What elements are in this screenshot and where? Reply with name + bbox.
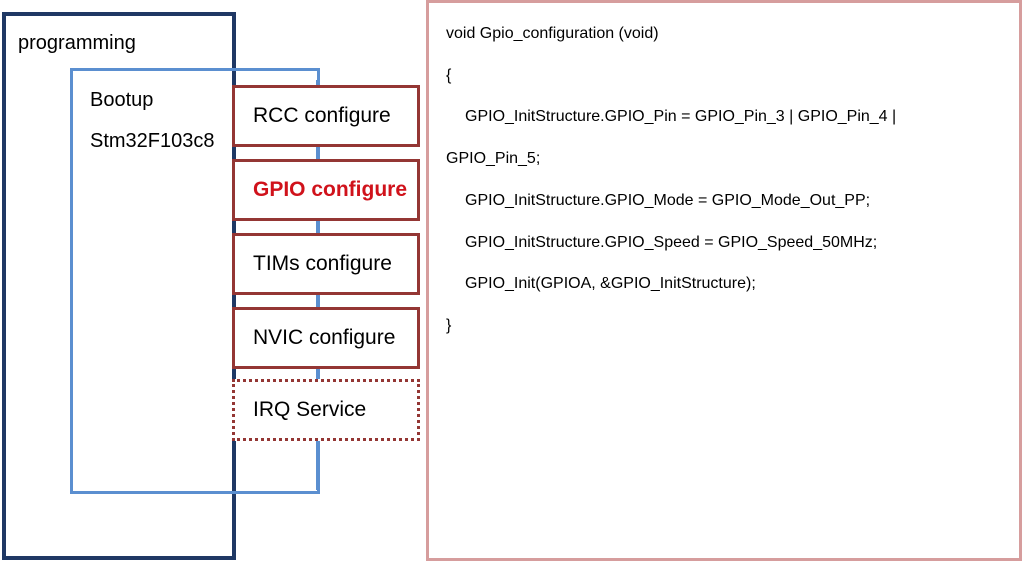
bootup-title: Bootup — [90, 89, 154, 111]
step-rcc-configure: RCC configure — [232, 85, 420, 147]
chip-name: Stm32F103c8 — [90, 130, 215, 152]
code-line-pin: GPIO_InitStructure.GPIO_Pin = GPIO_Pin_3… — [465, 108, 897, 125]
step-gpio-configure: GPIO configure — [232, 159, 420, 221]
step-nvic-configure: NVIC configure — [232, 307, 420, 369]
code-line-pin-cont: GPIO_Pin_5; — [446, 150, 541, 167]
code-line-close-brace: } — [446, 317, 452, 334]
step-irq-service: IRQ Service — [232, 379, 420, 441]
code-line-open-brace: { — [446, 67, 452, 84]
step-tims-configure: TIMs configure — [232, 233, 420, 295]
code-line-mode: GPIO_InitStructure.GPIO_Mode = GPIO_Mode… — [465, 192, 871, 209]
code-line-speed: GPIO_InitStructure.GPIO_Speed = GPIO_Spe… — [465, 234, 878, 251]
programming-label: programming — [18, 32, 136, 54]
code-panel — [426, 0, 1022, 561]
code-line-signature: void Gpio_configuration (void) — [446, 25, 659, 42]
code-line-init: GPIO_Init(GPIOA, &GPIO_InitStructure); — [465, 275, 756, 292]
